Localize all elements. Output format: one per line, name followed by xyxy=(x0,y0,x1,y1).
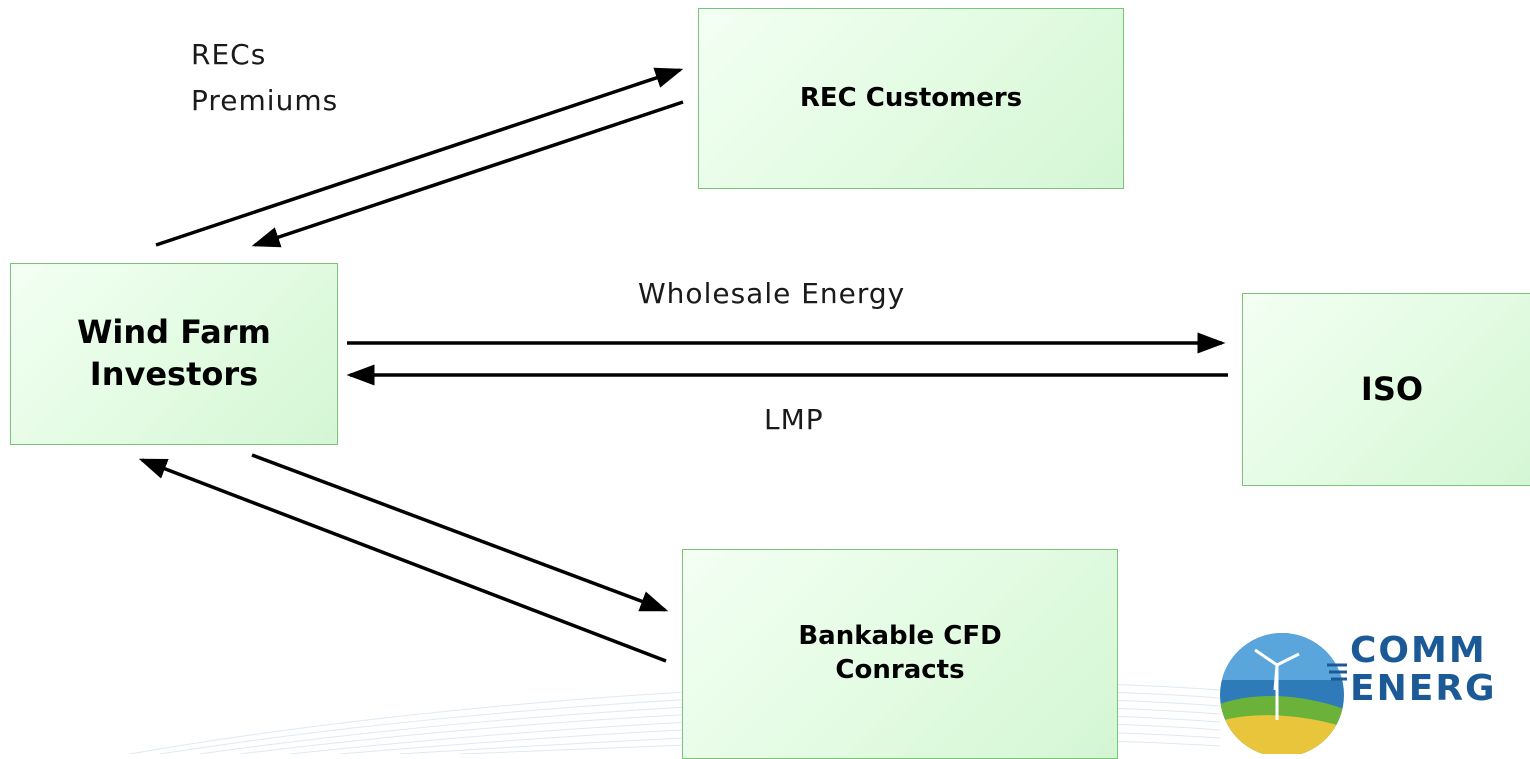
bankable-cfd-contracts-label: Bankable CFD Conracts xyxy=(798,621,1002,685)
cfd-in-arrow xyxy=(138,458,667,663)
recs-flow-label: RECs xyxy=(191,38,267,71)
lmp-flow-label: LMP xyxy=(764,403,824,436)
wind-farm-investors-box: Wind Farm Investors xyxy=(10,263,338,445)
logo-text-line2: ENERG xyxy=(1350,668,1497,709)
rec-customers-label: REC Customers xyxy=(799,82,1023,113)
bankable-cfd-contracts-box: Bankable CFD Conracts xyxy=(682,549,1118,759)
logo-globe-icon xyxy=(1220,633,1347,754)
premiums-flow-label: Premiums xyxy=(191,84,339,117)
iso-label: ISO xyxy=(1360,369,1424,408)
premiums-arrow xyxy=(251,100,684,248)
wind-farm-investors-label: Wind Farm Investors xyxy=(77,313,271,393)
logo-text-line1: COMM xyxy=(1350,630,1487,671)
rec-customers-box: REC Customers xyxy=(698,8,1124,189)
wholesale-energy-flow-label: Wholesale Energy xyxy=(638,277,906,310)
cfd-out-arrow xyxy=(251,453,669,612)
recs-arrow xyxy=(155,67,684,247)
iso-box: ISO xyxy=(1242,293,1530,486)
company-logo: COMM ENERG xyxy=(1217,610,1530,754)
